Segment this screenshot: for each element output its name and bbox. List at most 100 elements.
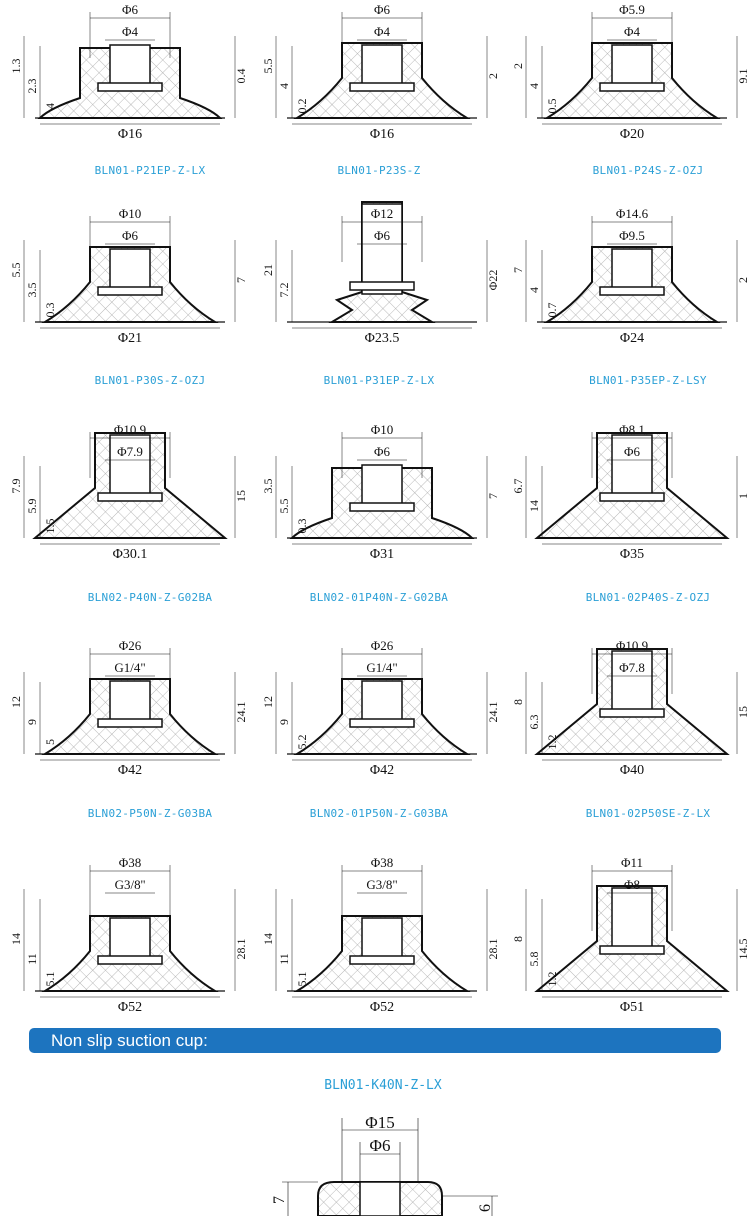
- dim-label: 11: [277, 953, 291, 965]
- dim-label: Φ42: [370, 763, 394, 778]
- cup-flange: [97, 955, 163, 965]
- dim-label: Φ7.8: [619, 660, 645, 675]
- dim-label: 2.3: [25, 79, 39, 94]
- cup-flange: [349, 718, 415, 728]
- dim-label: 5.8: [527, 952, 541, 967]
- dim-label: Φ35: [620, 547, 644, 562]
- cup-model-label: BLN02-P40N-Z-G02BA: [87, 591, 213, 604]
- cup-model-label: BLN02-P50N-Z-G03BA: [87, 807, 213, 820]
- section-title: Non slip suction cup:: [51, 1031, 208, 1050]
- dim-label: 1.5: [43, 519, 57, 534]
- dim-label: 1: [736, 493, 750, 499]
- dim-label: Φ6: [374, 228, 391, 243]
- dim-label: 6.7: [511, 479, 525, 494]
- dim-label: Φ5.9: [619, 2, 645, 17]
- dim-label: G1/4": [114, 660, 145, 675]
- dim-label: 0.4: [234, 69, 248, 84]
- dim-label: Φ10: [119, 206, 142, 221]
- dim-label: 28.1: [486, 939, 500, 960]
- cup-flange: [97, 286, 163, 296]
- dim-label: Φ6: [374, 444, 391, 459]
- cup-flange: [97, 492, 163, 502]
- dim-label: 5.5: [9, 263, 23, 278]
- dim-label: Φ30.1: [113, 547, 148, 562]
- dim-label: 6: [477, 1204, 494, 1212]
- cup-flange: [349, 82, 415, 92]
- dim-label: Φ52: [118, 1000, 142, 1015]
- dim-label: 1.2: [545, 735, 559, 750]
- dim-label: 9.1: [736, 69, 750, 84]
- cup-bore: [361, 203, 403, 295]
- dim-label: 7: [271, 1196, 288, 1204]
- dim-label: 4: [277, 83, 291, 89]
- dim-label: Φ26: [119, 638, 142, 653]
- dim-label: 7.9: [9, 479, 23, 494]
- cup-flange: [599, 945, 665, 955]
- section-model-label: BLN01-K40N-Z-LX: [324, 1078, 442, 1093]
- dim-label: 11: [25, 953, 39, 965]
- dim-label: 7: [511, 267, 525, 273]
- dim-label: Φ15: [365, 1113, 394, 1132]
- dim-label: 5: [43, 739, 57, 745]
- cup-model-label: BLN01-P35EP-Z-LSY: [589, 374, 707, 387]
- dim-label: Φ6: [122, 2, 139, 17]
- dim-label: 4: [527, 83, 541, 89]
- dim-label: Φ4: [624, 24, 641, 39]
- dim-label: 9: [277, 719, 291, 725]
- cup-flange: [599, 492, 665, 502]
- dim-label: 9: [25, 719, 39, 725]
- dim-label: 2: [511, 63, 525, 69]
- dim-label: 15: [234, 490, 248, 502]
- cup-model-label: BLN01-P21EP-Z-LX: [94, 164, 206, 177]
- dim-label: 1.2: [545, 972, 559, 987]
- dim-label: 0.2: [295, 99, 309, 114]
- dim-label: Φ51: [620, 1000, 644, 1015]
- dim-label: 8: [511, 936, 525, 942]
- dim-label: Φ16: [118, 127, 142, 142]
- cup-model-label: BLN02-01P50N-Z-G03BA: [309, 807, 449, 820]
- cup-flange: [97, 718, 163, 728]
- dim-label: Φ38: [371, 855, 394, 870]
- dim-label: Φ26: [371, 638, 394, 653]
- dim-label: Φ7.9: [117, 444, 143, 459]
- cup-flange: [349, 502, 415, 512]
- cup-model-label: BLN02-01P40N-Z-G02BA: [309, 591, 449, 604]
- dim-label: 5.1: [43, 972, 57, 987]
- dim-label: Φ8: [624, 877, 640, 892]
- section-banner: Non slip suction cup:: [29, 1028, 721, 1053]
- dim-label: Φ21: [118, 331, 142, 346]
- dim-label: 2: [736, 277, 750, 283]
- dim-label: 6.3: [527, 715, 541, 730]
- dim-label: 2: [486, 73, 500, 79]
- cup-model-label: BLN01-P24S-Z-OZJ: [592, 164, 704, 177]
- dim-label: 5.5: [277, 499, 291, 514]
- dim-label: Φ22: [486, 270, 500, 291]
- dim-label: G3/8": [366, 877, 397, 892]
- dim-label: 0.5: [545, 99, 559, 114]
- cup-flange: [599, 82, 665, 92]
- dim-label: 4: [527, 287, 541, 293]
- dim-label: Φ6: [122, 228, 139, 243]
- dim-label: 5.5: [261, 59, 275, 74]
- dim-label: Φ10.9: [616, 638, 648, 653]
- cup-model-label: BLN01-02P50SE-Z-LX: [585, 807, 711, 820]
- dim-label: G1/4": [366, 660, 397, 675]
- dim-label: Φ52: [370, 1000, 394, 1015]
- dim-label: Φ6: [370, 1136, 391, 1155]
- cup-model-label: BLN01-P30S-Z-OZJ: [94, 374, 206, 387]
- dim-label: 3.5: [25, 283, 39, 298]
- dim-label: 8: [511, 699, 525, 705]
- dim-label: 14.5: [736, 939, 750, 960]
- dim-label: 14: [527, 500, 541, 512]
